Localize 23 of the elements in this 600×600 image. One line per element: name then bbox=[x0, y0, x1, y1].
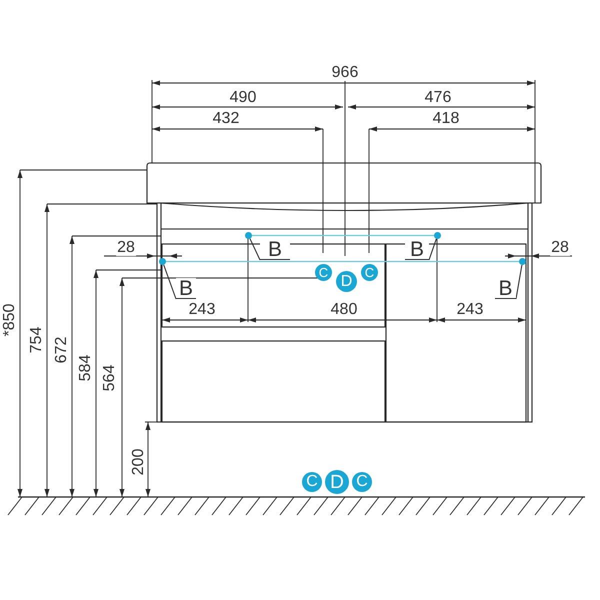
reference-point bbox=[159, 258, 166, 265]
reference-line bbox=[166, 260, 519, 262]
dimension-value: 966 bbox=[330, 65, 360, 81]
leader-line bbox=[163, 264, 176, 300]
marker-circle: D bbox=[336, 271, 357, 292]
marker-circle: C bbox=[361, 264, 378, 281]
leader-line bbox=[428, 238, 437, 260]
reference-point bbox=[519, 258, 526, 265]
callout-letter: B bbox=[405, 240, 429, 260]
dimension-value: 28 bbox=[116, 240, 136, 256]
reference-line bbox=[252, 234, 434, 236]
reference-point bbox=[245, 232, 252, 239]
callout-letter: B bbox=[260, 240, 290, 260]
callout-letter: B bbox=[176, 278, 196, 299]
leader-line bbox=[249, 238, 260, 260]
dimension-value: 28 bbox=[550, 240, 570, 256]
marker-circle: C bbox=[352, 472, 372, 492]
leader-line bbox=[516, 264, 522, 300]
marker-circle: C bbox=[315, 264, 332, 281]
callout-letter: B bbox=[495, 278, 516, 299]
marker-circle: C bbox=[302, 472, 322, 492]
marker-circle: D bbox=[325, 470, 349, 494]
reference-point bbox=[434, 232, 441, 239]
